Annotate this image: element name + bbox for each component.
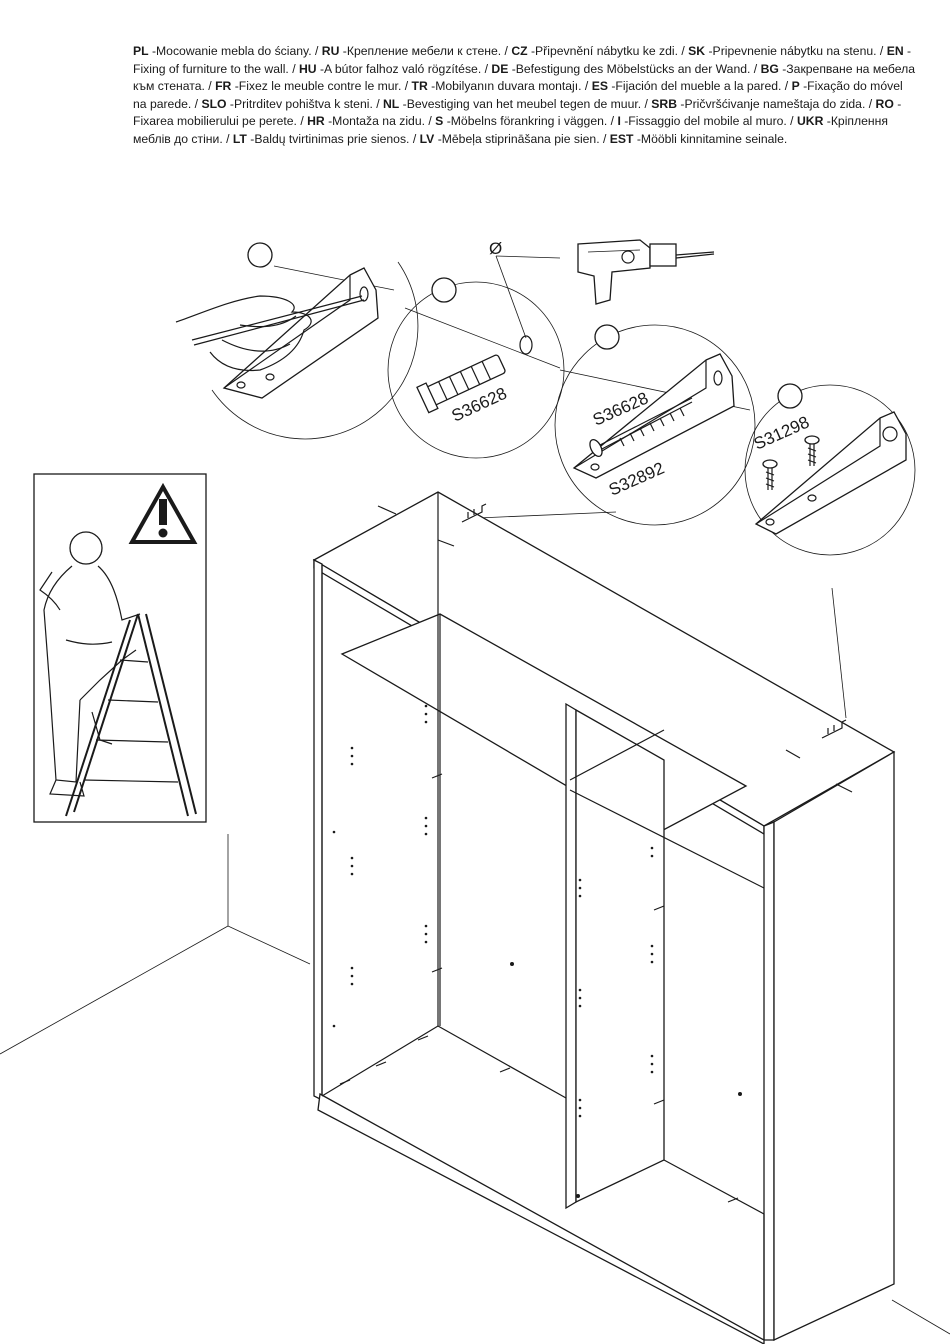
language-code: FR [215,79,232,94]
person-on-ladder-icon [39,531,197,817]
step-2-drill-detail: Ø S36628 [387,239,565,459]
language-code: DE [491,61,509,76]
bracket-icon [754,411,907,535]
wall-plug-icon [416,354,506,414]
instruction-ukr: UKR -Кріплення меблів до стіни. [133,114,888,146]
instruction-ro: RO -Fixarea mobilierului pe perete. [133,97,901,129]
step-4-bubble [777,383,803,409]
instructions-text: PL -Mocowanie mebla do ściany. / RU -Кре… [133,44,915,146]
instruction-text: -Закрепване на мебела към стената. [133,61,915,94]
room-corner [0,834,950,1335]
bracket-icon [572,353,735,479]
instruction-text: -Befestigung des Möbelstücks an der Wand… [511,61,751,76]
instruction-tr: TR -Mobilyanın duvara montajı. [412,79,582,93]
bracket-icon [222,267,379,399]
instruction-ru: RU -Крепление мебели к стене. [322,44,501,58]
language-code: RU [321,44,340,58]
instruction-en: EN -Fixing of furniture to the wall. [133,44,911,76]
language-code: S [435,114,444,129]
instruction-text: -Mēbeļa stiprināšana pie sien. [437,131,600,146]
instruction-nl: NL -Bevestiging van het meubel tegen de … [383,97,641,111]
language-code: LV [419,131,435,146]
instruction-srb: SRB -Pričvršćivanje nameštaja do zida. [651,97,865,111]
language-code: I [617,114,621,129]
instruction-text: -Připevnění nábytku ke zdi. [530,44,678,58]
instruction-text: -Pričvršćivanje nameštaja do zida. [680,96,866,111]
instruction-lt: LT -Baldų tvirtinimas prie sienos. [233,132,410,146]
top-screw-icon [762,435,820,490]
step-3-bubble [594,324,620,350]
instruction-text: -Mobilyanın duvara montajı. [431,79,582,94]
step-2-bubble [431,277,457,303]
language-code: TR [411,79,428,94]
language-code: ES [591,79,608,94]
instruction-text: -Кріплення меблів до стіни. [133,114,888,146]
top-screw-part-label: S31298 [751,412,812,453]
instruction-hr: HR -Montaža na zidu. [307,114,425,128]
language-code: LT [232,131,247,146]
instruction-lv: LV -Mēbeļa stiprināšana pie sien. [420,132,600,146]
instruction-text: -Bevestiging van het meubel tegen de muu… [402,96,642,111]
instruction-fr: FR -Fixez le meuble contre le mur. [215,79,401,93]
instruction-text: -Pritrditev pohištva k steni. [229,96,373,111]
instruction-cz: CZ -Připevnění nábytku ke zdi. [511,44,678,58]
step-1-mark-wall-detail [175,242,419,440]
instruction-sk: SK -Pripevnenie nábytku na stenu. [688,44,876,58]
screw-icon [589,397,693,457]
drill-icon [577,239,715,305]
instruction-text: -Fijación del mueble a la pared. [611,79,782,94]
step-1-bubble [247,242,273,268]
instruction-text: -Fixarea mobilierului pe perete. [133,96,902,129]
instruction-bg: BG -Закрепване на мебела към стената. [133,62,915,94]
language-code: NL [383,96,400,111]
instruction-p: P -Fixação do móvel na parede. [133,79,903,111]
instruction-text: -Fixing of furniture to the wall. [133,44,912,76]
language-code: PL [133,44,149,58]
language-code: CZ [511,44,528,58]
instruction-text: -A bútor falhoz való rögzítése. [319,61,482,76]
language-code: RO [875,96,894,111]
drill-diameter-symbol: Ø [489,239,502,258]
language-code: HU [298,61,317,76]
instruction-pl: PL -Mocowanie mebla do ściany. [133,44,312,58]
instruction-est: EST -Mööbli kinnitamine seinale. [610,132,787,146]
language-code: EST [609,131,634,146]
language-code: HR [307,114,325,129]
instruction-text: -Fissaggio del mobile al muro. [624,114,787,129]
wardrobe-icon [312,491,896,1344]
instruction-slo: SLO -Pritrditev pohištva k steni. [201,97,372,111]
step-3-bracket-detail: S36628 S32892 [554,324,756,526]
instruction-de: DE -Befestigung des Möbelstücks an der W… [491,62,750,76]
language-code: EN [886,44,904,58]
warning-panel [33,473,207,823]
instruction-text: -Mööbli kinnitamine seinale. [636,131,788,146]
language-code: UKR [796,114,824,129]
instruction-text: -Möbelns förankring i väggen. [446,114,608,129]
language-code: SRB [651,96,678,111]
language-code: P [791,79,800,94]
language-code: BG [760,61,779,76]
instruction-text: -Mocowanie mebla do ściany. [151,44,312,58]
leader-line-left [477,511,617,519]
step-4-top-fixing-detail: S31298 [744,383,916,556]
instruction-es: ES -Fijación del mueble a la pared. [592,79,782,93]
instruction-text: -Pripevnenie nábytku na stenu. [708,44,877,58]
instruction-i: I -Fissaggio del mobile al muro. [617,114,786,128]
instruction-text: -Baldų tvirtinimas prie sienos. [250,131,410,146]
language-code: SLO [201,96,227,111]
instruction-text: -Fixez le meuble contre le mur. [234,79,402,94]
bracket-icon [461,503,847,739]
instruction-hu: HU -A bútor falhoz való rögzítése. [299,62,481,76]
instruction-text: -Montaža na zidu. [328,114,425,129]
instruction-text: -Fixação do móvel na parede. [133,79,903,111]
warning-icon [128,482,198,544]
pencil-marking-icon [175,295,365,372]
language-code: SK [688,44,706,58]
leader-line-right [831,587,847,719]
instruction-s: S -Möbelns förankring i väggen. [435,114,607,128]
instruction-text: -Крепление мебели к стене. [342,44,502,58]
